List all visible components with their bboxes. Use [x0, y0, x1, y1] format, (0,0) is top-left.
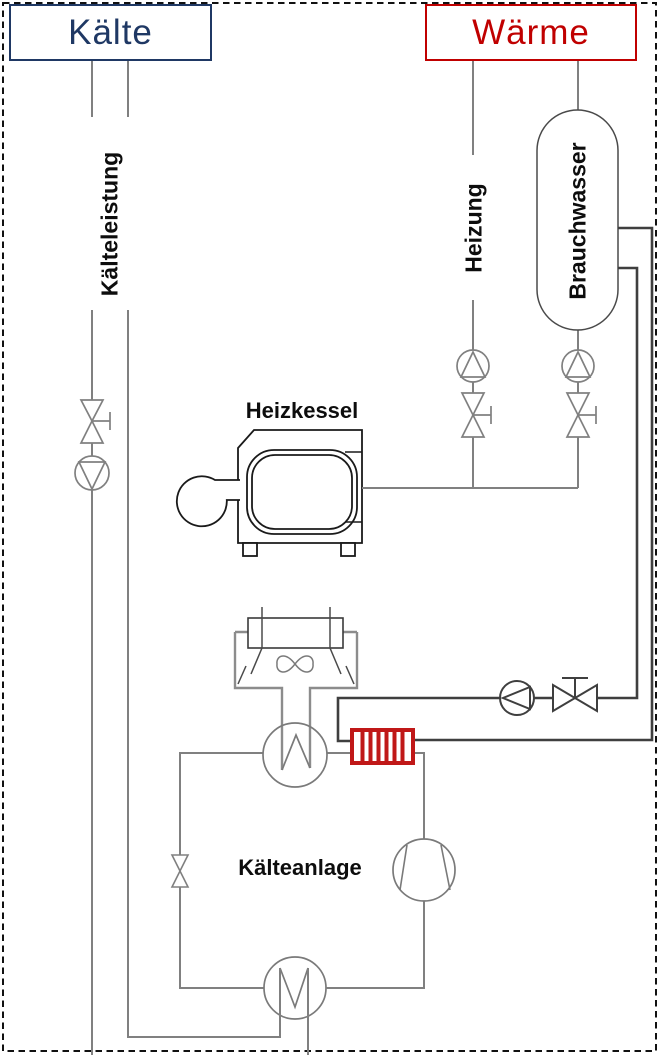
- cold-title-box: Kälte: [9, 4, 212, 61]
- condenser-icon: [262, 722, 328, 788]
- suction-line: [326, 901, 425, 989]
- heating-valve-icon: [460, 392, 492, 438]
- recovery-return-pipe-a: [597, 266, 639, 700]
- burner-icon: [175, 475, 240, 528]
- expansion-valve-icon: [170, 854, 190, 888]
- cooling-tower: [233, 607, 359, 770]
- evaporator-icon: [263, 956, 327, 1020]
- boiler: [175, 429, 363, 557]
- condenser-coil-glyph: [281, 732, 311, 771]
- compressor-icon: [392, 838, 456, 902]
- heating-label: Heizung: [460, 183, 487, 273]
- recovery-return-pipe-c: [336, 696, 500, 743]
- recovery-valve-icon: [552, 677, 598, 713]
- cold-output-label: Kälteleistung: [96, 151, 123, 297]
- refrigerant-discharge-pipe: [327, 752, 425, 839]
- liquid-line-lower: [179, 887, 264, 989]
- fan-icon: [276, 655, 314, 673]
- dhw-valve-icon: [565, 392, 597, 438]
- liquid-line-upper: [179, 752, 263, 855]
- desuperheater-radiator: [350, 728, 415, 765]
- chilled-shutoff-valve-icon: [79, 399, 111, 444]
- chilled-pump-icon: [74, 455, 110, 491]
- recovery-supply-pipe: [413, 226, 654, 742]
- boiler-foot-left: [242, 542, 258, 557]
- spray-nozzle-lines: [237, 607, 355, 685]
- dhw-tank-label: Brauchwasser: [564, 142, 591, 300]
- dhw-pump-icon: [561, 349, 595, 383]
- heating-pump-icon: [456, 349, 490, 383]
- evaporator-coil-glyph: [279, 967, 309, 1010]
- boiler-port-ticks: [345, 451, 362, 523]
- heat-title-label: Wärme: [472, 12, 590, 52]
- heat-title-box: Wärme: [425, 4, 637, 61]
- boiler-label: Heizkessel: [245, 398, 359, 423]
- heat-recovery-circuit: [336, 226, 654, 743]
- chiller-loop: [170, 722, 456, 1020]
- compressor-glyph-lines: [399, 844, 451, 891]
- boiler-foot-right: [340, 542, 356, 557]
- radiator-fins: [360, 732, 405, 761]
- tower-left-side: [233, 632, 284, 770]
- dhw-tank: [536, 109, 619, 331]
- tower-right-side: [308, 632, 359, 768]
- chiller-label: Kälteanlage: [238, 855, 362, 880]
- chilled-water-lines: [74, 61, 309, 1055]
- boiler-door-inner: [251, 454, 353, 530]
- cold-title-label: Kälte: [68, 12, 153, 52]
- boiler-door-outer: [246, 449, 358, 535]
- recovery-pump-icon: [499, 680, 535, 716]
- heating-distribution: [362, 61, 597, 489]
- tower-coil-box: [247, 617, 344, 649]
- boiler-body: [237, 429, 363, 544]
